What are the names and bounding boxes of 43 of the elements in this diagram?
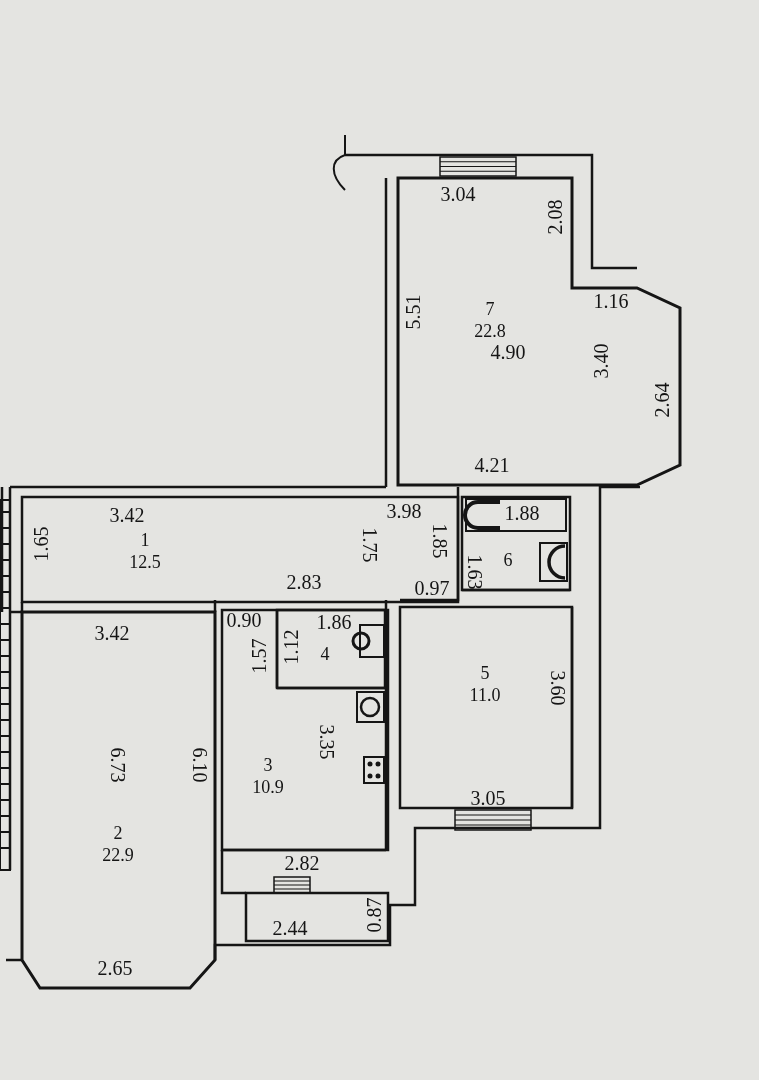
dimension-label: 4.90 bbox=[490, 342, 526, 362]
dimension-label: 0.90 bbox=[226, 610, 262, 630]
dimension-label: 3.98 bbox=[386, 501, 422, 521]
dimension-label: 6.10 bbox=[190, 747, 210, 783]
dimension-label: 1.86 bbox=[316, 612, 352, 632]
room-number: 5 bbox=[480, 662, 490, 684]
room-area: 10.9 bbox=[252, 776, 284, 798]
dimension-label: 1.65 bbox=[31, 526, 51, 562]
dimension-label: 6.73 bbox=[108, 747, 128, 783]
room-area: 12.5 bbox=[129, 551, 161, 573]
dimension-label: 2.65 bbox=[97, 958, 133, 978]
dimension-label: 2.82 bbox=[284, 853, 320, 873]
dimension-label: 5.51 bbox=[403, 294, 423, 330]
dimension-label: 3.40 bbox=[591, 343, 611, 379]
room-area: 22.8 bbox=[474, 320, 506, 342]
room-number: 7 bbox=[485, 298, 495, 320]
dimension-label: 0.97 bbox=[414, 578, 450, 598]
dimension-label: 1.85 bbox=[430, 523, 450, 559]
dimension-label: 2.64 bbox=[652, 382, 672, 418]
room-area: 22.9 bbox=[102, 844, 134, 866]
dimension-label: 1.12 bbox=[281, 629, 301, 665]
dimension-label: 3.04 bbox=[440, 184, 476, 204]
dimension-label: 1.63 bbox=[465, 554, 485, 590]
dimension-label: 4.21 bbox=[474, 455, 510, 475]
room-number: 2 bbox=[113, 822, 123, 844]
room-number: 3 bbox=[263, 754, 273, 776]
dimension-label: 1.16 bbox=[593, 291, 629, 311]
dimension-label: 3.42 bbox=[94, 623, 130, 643]
dimension-label: 3.35 bbox=[317, 724, 337, 760]
dimension-label: 1.75 bbox=[360, 527, 380, 563]
room-area: 11.0 bbox=[469, 684, 501, 706]
dimension-label: 2.08 bbox=[545, 199, 565, 235]
dimension-label: 1.88 bbox=[504, 503, 540, 523]
dimension-label: 3.05 bbox=[470, 788, 506, 808]
room-number: 4 bbox=[320, 643, 330, 665]
dimension-label: 0.87 bbox=[364, 897, 384, 933]
dimension-label: 2.44 bbox=[272, 918, 308, 938]
dimension-label: 3.42 bbox=[109, 505, 145, 525]
room-number: 1 bbox=[140, 529, 150, 551]
dimension-label: 1.57 bbox=[249, 638, 269, 674]
dimension-label: 3.60 bbox=[548, 670, 568, 706]
room-number: 6 bbox=[503, 549, 513, 571]
dimension-label: 2.83 bbox=[286, 572, 322, 592]
